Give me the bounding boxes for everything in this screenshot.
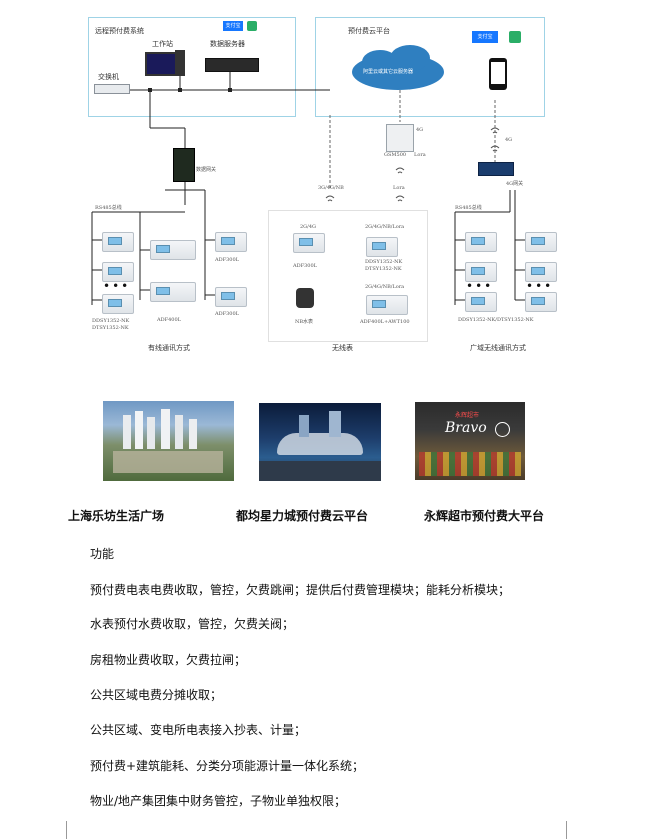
wired-meter-right-label-2: ADF300L bbox=[215, 311, 239, 317]
meter-icon bbox=[525, 292, 557, 312]
case-photo-shanghai bbox=[103, 401, 234, 481]
feature-item: 公共区域电费分摊收取； bbox=[90, 688, 223, 702]
meter-icon bbox=[215, 232, 247, 252]
remote-system-box bbox=[88, 17, 296, 117]
wireless-tag-c: 2G/4G/NB/Lora bbox=[365, 284, 405, 290]
feature-item: 水表预付水费收取，管控，欠费关阀； bbox=[90, 617, 295, 631]
feature-item: 物业/地产集团集中财务管控，子物业单独权限； bbox=[90, 794, 347, 808]
data-gateway-device bbox=[173, 148, 195, 182]
workstation-monitor bbox=[145, 52, 177, 76]
net-label-4g: 4G bbox=[416, 127, 424, 133]
wired-section-title: 有线通讯方式 bbox=[148, 344, 190, 352]
water-meter-icon bbox=[296, 288, 314, 308]
meter-icon bbox=[366, 295, 408, 315]
meter-icon bbox=[465, 262, 497, 282]
lora-label-2: Lora bbox=[393, 185, 405, 191]
feature-item: 预付费电表电费收取，管控，欠费跳闸；提供后付费管理模块；能耗分析模块； bbox=[90, 583, 511, 597]
meter-icon bbox=[150, 240, 196, 260]
switch-device bbox=[94, 84, 130, 94]
meter-icon bbox=[465, 292, 497, 312]
gateway-label: 数据网关 bbox=[196, 167, 217, 173]
database-server-label: 数据服务器 bbox=[210, 40, 245, 48]
more-dots-icon: ••• bbox=[526, 279, 554, 293]
mobile-phone bbox=[489, 58, 507, 90]
feature-item: 预付费+建筑能耗、分类分项能源计量一体化系统； bbox=[90, 759, 365, 773]
meter-icon bbox=[102, 294, 134, 314]
diagram-connectors bbox=[91, 45, 525, 305]
wired-meter-left-label: DDSY1352-NK DTSY1352-NK bbox=[92, 318, 130, 331]
cloud-platform-title: 预付费云平台 bbox=[348, 27, 390, 35]
database-server bbox=[205, 58, 259, 72]
more-dots-icon: ••• bbox=[103, 279, 131, 293]
meter-icon bbox=[525, 232, 557, 252]
wired-meter-mid-label: ADF400L bbox=[157, 317, 181, 323]
switch-label: 交换机 bbox=[98, 73, 119, 81]
page-corner-mark-left bbox=[44, 821, 67, 839]
wireless-tag-b: 2G/4G/NB/Lora bbox=[365, 224, 405, 230]
gsm500-label: GSM500 bbox=[384, 152, 407, 158]
yonghui-logo-icon bbox=[495, 422, 510, 437]
remote-system-title: 远程预付费系统 bbox=[95, 27, 144, 35]
lora-label: Lora bbox=[414, 152, 426, 158]
more-dots-icon: ••• bbox=[466, 279, 494, 293]
features-heading: 功能 bbox=[90, 547, 115, 561]
wan-meter-label: DDSY1352-NK/DTSY1352-NK bbox=[458, 317, 534, 323]
store-sign-bravo: Bravo bbox=[445, 420, 487, 436]
meter-icon bbox=[150, 282, 196, 302]
wechat-pay-icon bbox=[247, 21, 257, 31]
wireless-item-a: ADF300L bbox=[293, 263, 317, 269]
alipay-icon-cloud: 支付宝 bbox=[472, 31, 498, 43]
case-caption-1: 上海乐坊生活广场 bbox=[68, 509, 165, 523]
meter-icon bbox=[293, 233, 325, 253]
4g-gateway-device bbox=[478, 162, 514, 176]
net-label-4g-wan: 4G bbox=[505, 137, 513, 143]
workstation-tower bbox=[175, 50, 185, 76]
rs485-right-label: RS485总线 bbox=[455, 205, 482, 211]
meter-icon bbox=[525, 262, 557, 282]
feature-item: 公共区域、变电所电表接入抄表、计量； bbox=[90, 723, 307, 737]
wireless-item-b: DDSY1352-NK DTSY1352-NK bbox=[365, 259, 403, 272]
wireless-meter-box bbox=[268, 210, 428, 342]
feature-item: 房租物业费收取，欠费拉闸； bbox=[90, 653, 247, 667]
workstation-label: 工作站 bbox=[152, 40, 173, 48]
wired-meter-right-label-1: ADF300L bbox=[215, 257, 239, 263]
gsm500-device bbox=[386, 124, 414, 152]
case-photo-duyun bbox=[259, 403, 381, 481]
meter-icon bbox=[366, 237, 398, 257]
store-sign-cn: 永辉超市 bbox=[455, 412, 480, 419]
page-corner-mark-right bbox=[566, 821, 589, 839]
meter-icon bbox=[102, 262, 134, 282]
cloud-server-label: 阿里云或其它云服务器 bbox=[363, 69, 414, 75]
meter-icon bbox=[465, 232, 497, 252]
wireless-section-title: 无线表 bbox=[332, 344, 353, 352]
case-caption-3: 永辉超市预付费大平台 bbox=[424, 509, 545, 523]
net-label-3g4gnb: 3G/4G/NB bbox=[318, 185, 344, 191]
case-photo-yonghui: 永辉超市 Bravo bbox=[415, 402, 525, 480]
meter-icon bbox=[102, 232, 134, 252]
wan-section-title: 广域无线通讯方式 bbox=[470, 344, 526, 352]
4g-gateway-label: 4G网关 bbox=[506, 181, 524, 187]
alipay-icon: 支付宝 bbox=[223, 21, 243, 31]
wireless-tag-a: 2G/4G bbox=[300, 224, 317, 230]
wireless-item-c: NB水表 bbox=[295, 319, 314, 325]
case-caption-2: 都均星力城预付费云平台 bbox=[236, 509, 369, 523]
system-diagram: 支付宝 支付宝 ••• ••• ••• 远程预付费系统 工作站 数据服务器 交换… bbox=[0, 0, 665, 370]
wireless-item-d: ADF400L+AWT100 bbox=[360, 319, 410, 325]
meter-icon bbox=[215, 287, 247, 307]
rs485-left-label: RS485总线 bbox=[95, 205, 122, 211]
wechat-pay-icon-cloud bbox=[509, 31, 521, 43]
